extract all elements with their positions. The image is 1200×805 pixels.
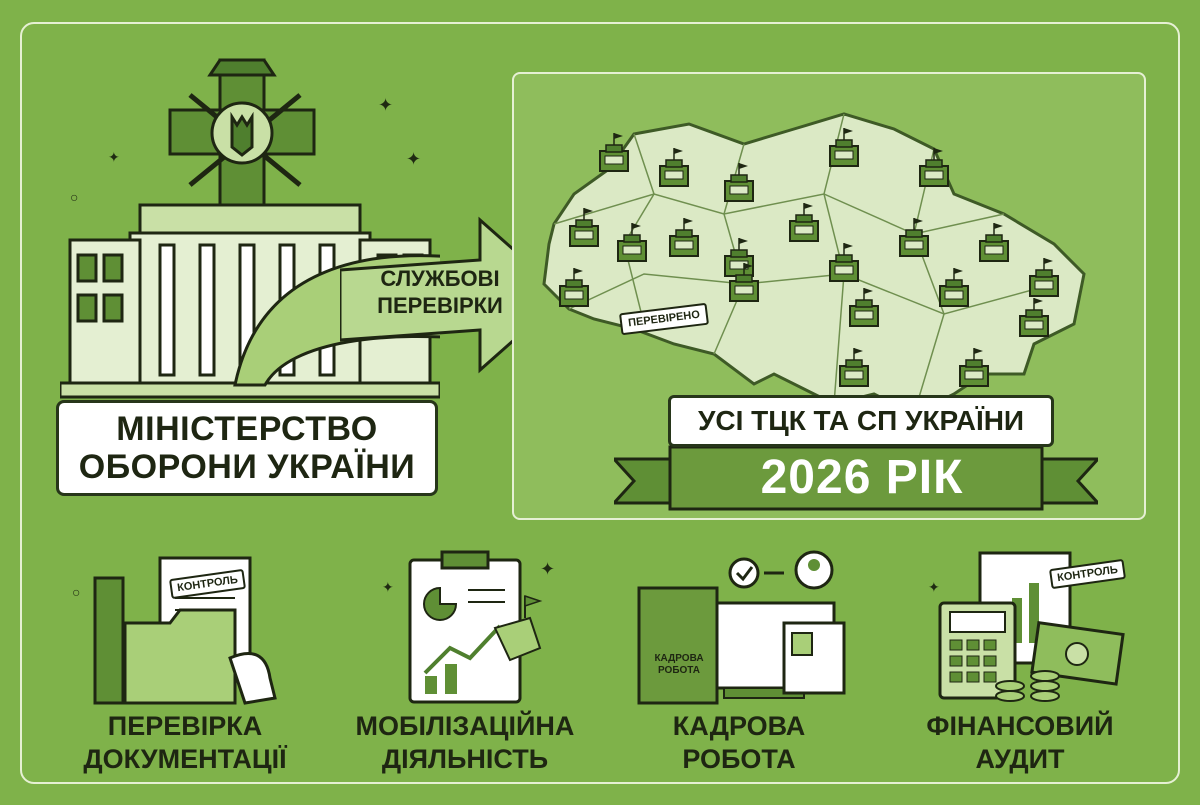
- feature-audit-label: ФІНАНСОВИЙ АУДИТ: [885, 710, 1155, 776]
- book-label-line-2: РОБОТА: [658, 665, 700, 676]
- sparkle-icon: ○: [70, 189, 79, 205]
- folder-documents-icon: [93, 556, 277, 705]
- tck-building-icon: [659, 148, 689, 187]
- feature-label-line-1: МОБІЛІЗАЦІЙНА: [355, 711, 575, 741]
- ministry-label-line-1: МІНІСТЕРСТВО: [116, 410, 378, 448]
- arrow-caption-line-2: ПЕРЕВІРКИ: [377, 293, 503, 318]
- sparkle-icon: ✦: [928, 579, 940, 595]
- tck-building-icon: [669, 218, 699, 257]
- feature-label-line-1: ФІНАНСОВИЙ: [926, 711, 1114, 741]
- sparkle-icon: ✦: [382, 579, 394, 595]
- ministry-label: МІНІСТЕРСТВО ОБОРОНИ УКРАЇНИ: [56, 400, 438, 496]
- tck-building-icon: [959, 348, 989, 387]
- arrow-caption: СЛУЖБОВІ ПЕРЕВІРКИ: [360, 265, 520, 319]
- tck-building-icon: [839, 348, 869, 387]
- feature-personnel-label: КАДРОВА РОБОТА: [604, 710, 874, 776]
- tck-building-icon: [724, 163, 754, 202]
- arrow-caption-line-1: СЛУЖБОВІ: [380, 266, 500, 291]
- calculator-money-icon: [938, 551, 1125, 702]
- clipboard-chart-icon: [408, 550, 543, 704]
- feature-label-line-1: ПЕРЕВІРКА: [107, 711, 263, 741]
- personnel-book-icon: [637, 550, 846, 705]
- outer-frame: [20, 22, 1180, 784]
- ministry-label-line-2: ОБОРОНИ УКРАЇНИ: [78, 448, 416, 486]
- tck-building-icon: [789, 203, 819, 242]
- feature-documentation: КОНТРОЛЬ ПЕРЕВІРКА ДОКУМЕНТАЦІЇ: [50, 548, 320, 778]
- year-label: 2026 РІК: [760, 450, 964, 504]
- feature-mobilization: МОБІЛІЗАЦІЙНА ДІЯЛЬНІСТЬ: [330, 548, 600, 778]
- tck-building-icon: [729, 263, 759, 302]
- tck-banner: УСІ ТЦК ТА СП УКРАЇНИ: [668, 395, 1054, 447]
- feature-audit: КОНТРОЛЬ ФІНАНСОВИЙ АУДИТ: [885, 548, 1155, 778]
- tck-building-icon: [899, 218, 929, 257]
- year-ribbon: [614, 445, 1098, 511]
- sparkle-icon: ○: [72, 584, 81, 600]
- tck-building-icon: [939, 268, 969, 307]
- tck-building-icon: [724, 238, 754, 277]
- military-emblem-icon: [168, 58, 316, 212]
- tck-building-icon: [569, 208, 599, 247]
- sparkle-icon: ✦: [540, 559, 556, 579]
- feature-mobilization-label: МОБІЛІЗАЦІЙНА ДІЯЛЬНІСТЬ: [330, 710, 600, 776]
- feature-label-line-2: ДОКУМЕНТАЦІЇ: [83, 744, 287, 774]
- tck-building-icon: [599, 133, 629, 172]
- tck-building-icon: [979, 223, 1009, 262]
- tck-building-icon: [1019, 298, 1049, 337]
- book-label-line-1: КАДРОВА: [654, 653, 704, 664]
- personnel-book-label: КАДРОВА РОБОТА: [640, 653, 718, 677]
- tck-building-icon: [829, 128, 859, 167]
- tck-building-icon: [617, 223, 647, 262]
- tck-building-icon: [829, 243, 859, 282]
- sparkle-icon: ✦: [378, 95, 394, 115]
- tck-building-icon: [849, 288, 879, 327]
- feature-documentation-label: ПЕРЕВІРКА ДОКУМЕНТАЦІЇ: [50, 710, 320, 776]
- sparkle-icon: ✦: [406, 149, 422, 169]
- tck-building-icon: [559, 268, 589, 307]
- tck-building-icon: [919, 148, 949, 187]
- feature-label-line-2: АУДИТ: [975, 744, 1065, 774]
- tck-building-icon: [1029, 258, 1059, 297]
- feature-label-line-1: КАДРОВА: [672, 711, 806, 741]
- feature-label-line-2: РОБОТА: [682, 744, 796, 774]
- sparkle-icon: ✦: [108, 149, 120, 165]
- feature-personnel: КАДРОВА РОБОТА КАДРОВА РОБОТА: [604, 548, 874, 778]
- ukraine-map: [542, 112, 1086, 416]
- feature-label-line-2: ДІЯЛЬНІСТЬ: [381, 744, 549, 774]
